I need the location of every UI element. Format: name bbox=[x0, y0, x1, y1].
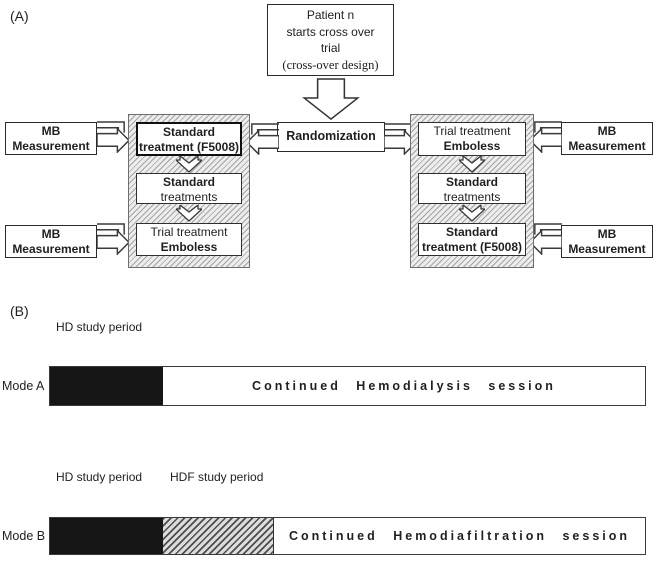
treatment-line: Trial treatment bbox=[433, 124, 511, 138]
treatment-line: Standard bbox=[162, 125, 215, 139]
down-arrow-icon bbox=[459, 205, 485, 222]
treatment-box: Standard treatments bbox=[136, 173, 242, 204]
treatment-line: Emboless bbox=[443, 138, 501, 153]
treatment-line: treatment (F5008) bbox=[421, 239, 523, 254]
panel-a-label: (A) bbox=[10, 8, 29, 24]
bent-arrow-right-icon bbox=[97, 121, 130, 153]
mb-measurement-box: MB Measurement bbox=[561, 122, 653, 155]
patient-box-line: trial bbox=[320, 41, 341, 55]
mode-b-bar: Continued Hemodiafiltration session bbox=[49, 517, 646, 555]
down-arrow-icon bbox=[459, 156, 485, 173]
panel-b-label: (B) bbox=[10, 303, 29, 319]
hdf-segment bbox=[163, 518, 274, 554]
down-arrow-icon bbox=[176, 205, 202, 222]
treatment-line: Standard bbox=[445, 175, 498, 189]
down-arrow-icon bbox=[176, 156, 202, 173]
mode-a-bar: Continued Hemodialysis session bbox=[49, 366, 646, 406]
treatment-line: Trial treatment bbox=[150, 225, 228, 239]
mb-line: MB bbox=[597, 124, 617, 138]
mb-line: Measurement bbox=[568, 139, 646, 153]
mb-measurement-box: MB Measurement bbox=[5, 122, 97, 155]
patient-start-box: Patient n starts cross over trial (cross… bbox=[267, 4, 394, 76]
hd-period-label: HD study period bbox=[56, 320, 143, 334]
mb-line: Measurement bbox=[12, 242, 90, 256]
mb-measurement-box: MB Measurement bbox=[561, 225, 653, 258]
patient-box-line: (cross-over design) bbox=[282, 57, 379, 72]
continued-segment: Continued Hemodialysis session bbox=[163, 367, 645, 405]
treatment-box: Standard treatments bbox=[418, 173, 526, 204]
treatment-line: Emboless bbox=[160, 239, 218, 254]
treatment-line: Standard bbox=[445, 225, 498, 239]
continued-segment: Continued Hemodiafiltration session bbox=[274, 518, 645, 554]
mb-measurement-box: MB Measurement bbox=[5, 225, 97, 258]
treatment-box: Standard treatment (F5008) bbox=[418, 223, 526, 256]
hd-segment bbox=[50, 518, 163, 554]
treatment-sequence-right: Trial treatment Emboless Standard treatm… bbox=[410, 114, 534, 268]
treatment-box: Standard treatment (F5008) bbox=[136, 122, 242, 156]
mb-line: MB bbox=[41, 227, 61, 241]
mb-line: MB bbox=[597, 227, 617, 241]
mb-line: MB bbox=[41, 124, 61, 138]
bent-arrow-left-icon bbox=[246, 123, 279, 155]
treatment-box: Trial treatment Emboless bbox=[418, 122, 526, 156]
patient-box-line: starts cross over bbox=[286, 24, 375, 39]
mode-b-label: Mode B bbox=[2, 529, 46, 543]
hd-period-label: HD study period bbox=[56, 470, 143, 484]
mode-a-label: Mode A bbox=[2, 379, 45, 393]
treatment-line: treatments bbox=[160, 189, 218, 204]
patient-box-line: Patient n bbox=[306, 8, 355, 22]
treatment-box: Trial treatment Emboless bbox=[136, 223, 242, 256]
mb-line: Measurement bbox=[12, 139, 90, 153]
treatment-line: Standard bbox=[162, 175, 215, 189]
randomization-box: Randomization bbox=[277, 122, 385, 152]
treatment-line: treatment (F5008) bbox=[138, 139, 240, 154]
treatment-line: treatments bbox=[443, 189, 501, 204]
bent-arrow-right-icon bbox=[97, 223, 130, 255]
mb-line: Measurement bbox=[568, 242, 646, 256]
hd-segment bbox=[50, 367, 163, 405]
big-down-arrow-icon bbox=[302, 78, 360, 120]
treatment-sequence-left: Standard treatment (F5008) Standard trea… bbox=[128, 114, 250, 268]
hdf-period-label: HDF study period bbox=[170, 470, 264, 484]
